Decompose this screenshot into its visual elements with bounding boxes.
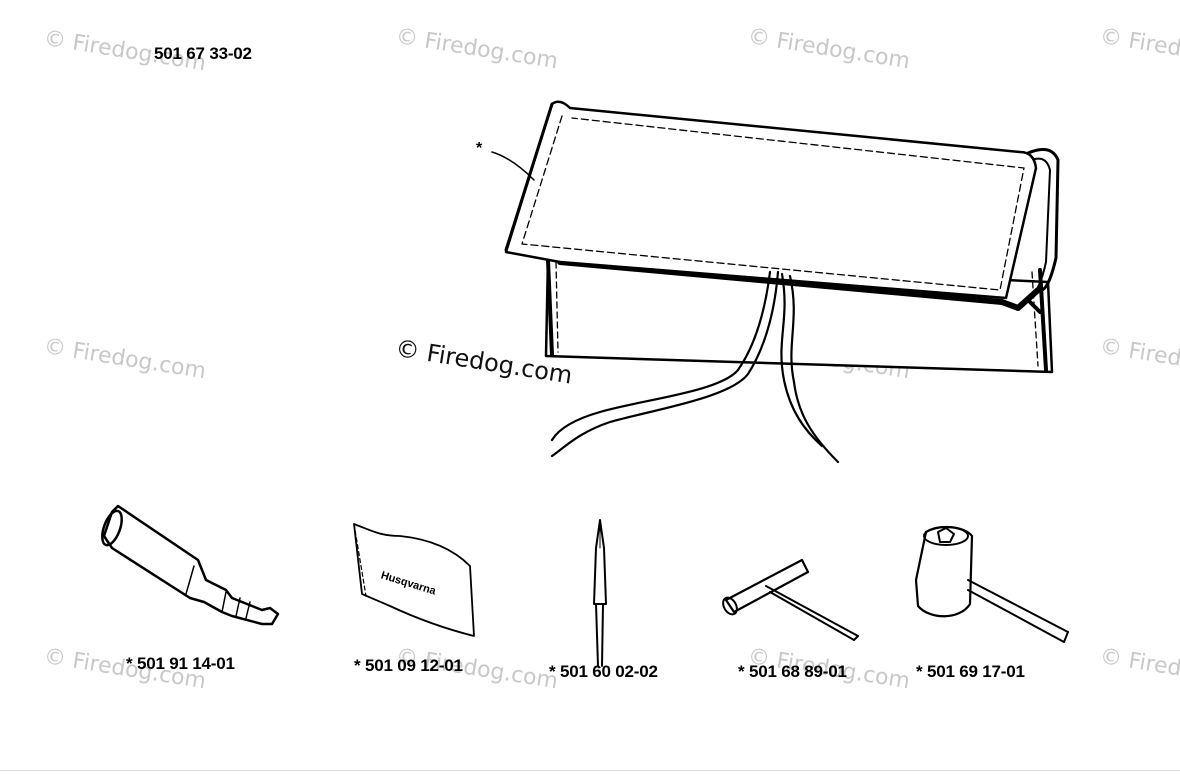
screwdriver-part xyxy=(593,519,607,667)
label-sheet-part: Husqvarna xyxy=(353,523,475,637)
t-wrench-part xyxy=(722,558,859,641)
part-number-5: * 501 69 17-01 xyxy=(916,662,1025,681)
part-number-3: * 501 60 02-02 xyxy=(549,662,658,681)
socket-driver-part xyxy=(101,504,280,626)
pouch-callout: * xyxy=(476,140,483,157)
assembly-number: 501 67 33-02 xyxy=(154,44,252,63)
part-number-4: * 501 68 89-01 xyxy=(738,662,847,681)
bottom-border xyxy=(0,770,1180,771)
tool-roll-pouch xyxy=(491,100,1060,464)
part-number-2: * 501 09 12-01 xyxy=(354,656,463,675)
part-number-1: * 501 91 14-01 xyxy=(126,654,235,673)
combination-spanner-part xyxy=(914,526,1069,643)
